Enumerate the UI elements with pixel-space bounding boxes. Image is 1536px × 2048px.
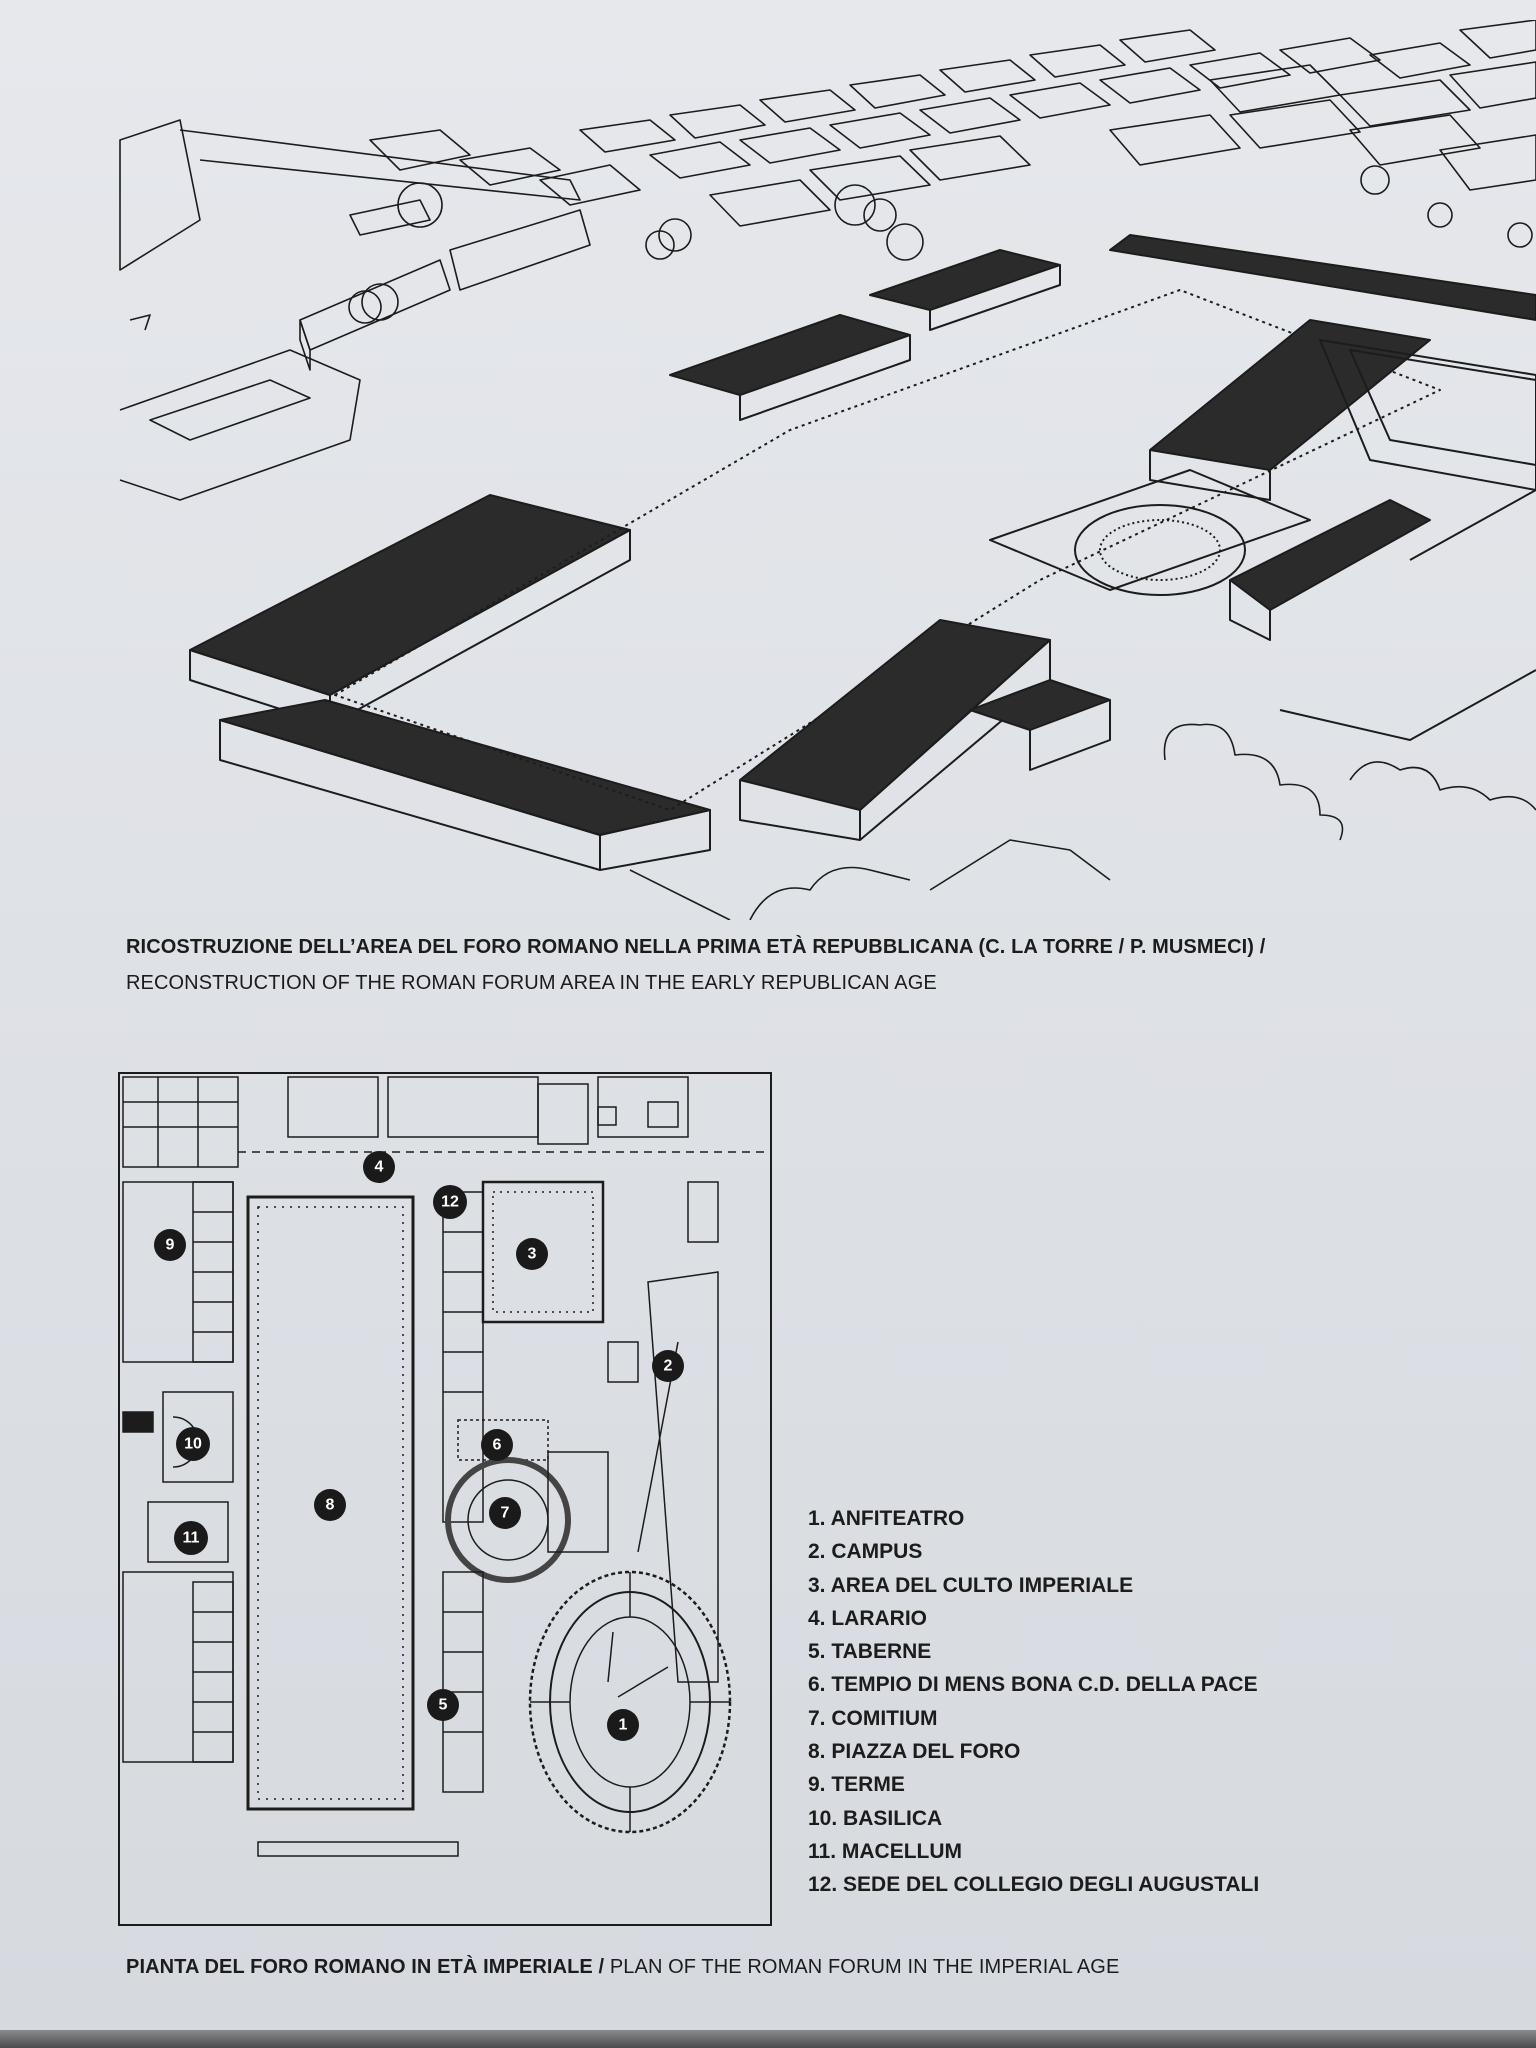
svg-text:5: 5 (439, 1697, 448, 1714)
legend-item: 8. PIAZZA DEL FORO (808, 1740, 1021, 1764)
reconstruction-caption-italian: RICOSTRUZIONE DELL’AREA DEL FORO ROMANO … (126, 936, 1266, 958)
plan-caption-italian: PIANTA DEL FORO ROMANO IN ETÀ IMPERIALE … (126, 1956, 605, 1978)
south-portico (219, 699, 711, 871)
legend-item: 12. SEDE DEL COLLEGIO DEGLI AUGUSTALI (808, 1873, 1260, 1897)
west-portico (189, 494, 631, 726)
forum-plan-map: 1 2 3 4 5 6 7 8 9 10 11 12 (118, 1072, 772, 1926)
svg-text:3: 3 (528, 1246, 537, 1263)
plan-marker-1: 1 (607, 1709, 639, 1741)
plan-legend: 1. ANFITEATRO 2. CAMPUS 3. AREA DEL CULT… (808, 1502, 1259, 1902)
legend-item: 10. BASILICA (808, 1806, 943, 1830)
legend-item: 11. MACELLUM (808, 1839, 963, 1863)
svg-text:9: 9 (166, 1237, 175, 1254)
plan-marker-8: 8 (314, 1489, 346, 1521)
svg-text:1: 1 (619, 1717, 628, 1734)
svg-text:10: 10 (184, 1436, 202, 1453)
plan-marker-10: 10 (176, 1427, 210, 1461)
svg-text:7: 7 (501, 1505, 510, 1522)
plan-marker-9: 9 (154, 1229, 186, 1261)
plan-caption-english: PLAN OF THE ROMAN FORUM IN THE IMPERIAL … (604, 1956, 1120, 1978)
svg-text:12: 12 (441, 1194, 459, 1211)
plan-west-rooms (122, 1181, 234, 1763)
legend-item: 3. AREA DEL CULTO IMPERIALE (808, 1573, 1134, 1597)
east-complex (989, 319, 1536, 741)
plan-piazza-outline (246, 1195, 415, 1811)
plan-marker-3: 3 (516, 1238, 548, 1270)
legend-item: 5. TABERNE (808, 1640, 932, 1664)
legend-item: 2. CAMPUS (808, 1540, 923, 1564)
plan-caption: PIANTA DEL FORO ROMANO IN ETÀ IMPERIALE … (126, 1954, 1119, 1980)
plan-marker-2: 2 (652, 1350, 684, 1382)
plan-marker-4: 4 (363, 1151, 395, 1183)
forum-reconstruction-drawing (119, 20, 1536, 920)
svg-text:4: 4 (375, 1159, 384, 1176)
legend-item: 9. TERME (808, 1773, 905, 1797)
legend-item: 1. ANFITEATRO (808, 1507, 965, 1530)
legend-item: 6. TEMPIO DI MENS BONA C.D. DELLA PACE (808, 1673, 1258, 1697)
plan-marker-5: 5 (427, 1689, 459, 1721)
plan-amphitheatre (528, 1570, 732, 1834)
forum-square (334, 289, 1441, 811)
plan-marker-6: 6 (481, 1429, 513, 1461)
southeast-portico (739, 619, 1111, 841)
svg-text:8: 8 (326, 1497, 335, 1514)
trees (348, 165, 1536, 841)
plan-north-blocks (122, 1076, 768, 1168)
panel-bottom-edge (0, 2030, 1536, 2048)
svg-text:6: 6 (493, 1437, 502, 1454)
plan-marker-7: 7 (489, 1497, 521, 1529)
plan-marker-11: 11 (174, 1521, 208, 1555)
legend-item: 4. LARARIO (808, 1606, 928, 1630)
svg-text:11: 11 (183, 1530, 200, 1547)
ground-outline (629, 839, 1111, 920)
town-buildings (119, 20, 1536, 501)
svg-text:2: 2 (664, 1358, 673, 1375)
reconstruction-caption-english: RECONSTRUCTION OF THE ROMAN FORUM AREA I… (126, 972, 937, 994)
plan-marker-12: 12 (433, 1185, 467, 1219)
legend-item: 7. COMITIUM (808, 1706, 938, 1730)
north-porticoes (669, 234, 1536, 421)
